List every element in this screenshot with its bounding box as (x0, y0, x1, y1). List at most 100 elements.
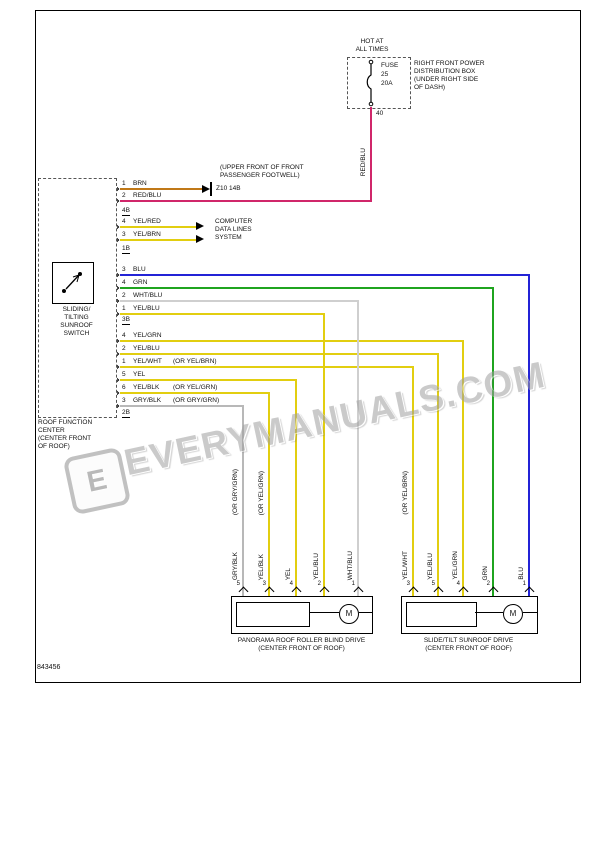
sunroof-drive-connector-rect (406, 602, 477, 627)
ground-triangle-icon (202, 185, 210, 193)
connector-label-2b: 2B (122, 409, 130, 419)
wire-color-label: YEL/RED (133, 218, 161, 225)
vertical-wire-label: YEL/BLK (258, 553, 265, 580)
drive-pin-number: 4 (456, 581, 460, 587)
wire-grn-horizontal (120, 287, 494, 289)
wire-alt-label: (OR GRY/GRN) (173, 397, 220, 404)
sunroof-drive-link-line (475, 612, 503, 613)
pin-number: 4 (122, 218, 126, 225)
wire-red-blu-horizontal (120, 200, 372, 202)
pin-number: 1 (122, 358, 126, 365)
wire-gry-blk-vertical (242, 405, 244, 596)
wire-red-blu-vertical (370, 107, 372, 202)
pin-number: 3 (122, 231, 126, 238)
switch-symbol-box (52, 262, 94, 304)
connector-label-3b: 3B (122, 316, 130, 326)
pin-row-brn: 1 BRN (122, 180, 173, 187)
pin-row-yel: 5 YEL (122, 371, 173, 378)
vertical-wire-label: BLU (518, 567, 525, 580)
pin-row-yel-blu-a: 1 YEL/BLU (122, 305, 173, 312)
wire-blu-horizontal (120, 274, 530, 276)
pin-number: 1 (122, 180, 126, 187)
vertical-wire-label: YEL/GRN (452, 551, 459, 580)
wire-yel-brn (120, 239, 196, 241)
blind-drive-link-line (309, 612, 339, 613)
vertical-wire-label: GRN (482, 565, 489, 580)
wire-yel-wht-horizontal (120, 366, 414, 368)
vertical-wire-alt-label: (OR YEL/GRN) (258, 470, 265, 515)
pin-number: 2 (122, 292, 126, 299)
sunroof-motor-icon: M (503, 604, 523, 624)
wire-wht-blu-vertical (357, 300, 359, 596)
wire-gry-blk-horizontal (120, 405, 244, 407)
wire-color-label: YEL/BRN (133, 231, 161, 238)
wire-color-label: YEL/BLK (133, 384, 160, 391)
wire-brn (120, 188, 202, 190)
drive-pin-number: 3 (406, 581, 410, 587)
rocker-switch-icon (62, 272, 82, 293)
pin-number: 4 (122, 332, 126, 339)
diagram-border (35, 10, 581, 683)
pin-row-yel-wht: 1 YEL/WHT (OR YEL/BRN) (122, 358, 217, 365)
blind-drive-link-line (359, 612, 372, 613)
wire-yel-red (120, 226, 196, 228)
fuse-text: FUSE 25 20A (381, 62, 398, 88)
ground-bar-icon (210, 182, 212, 196)
pin-number: 2 (122, 192, 126, 199)
wire-color-label: GRN (133, 279, 148, 286)
fuse-icon (366, 59, 374, 107)
wire-alt-label: (OR YEL/GRN) (173, 384, 218, 391)
vertical-wire-label: YEL/BLU (313, 553, 320, 580)
vertical-wire-label: YEL (285, 567, 292, 580)
wire-yel-grn-vertical (462, 340, 464, 596)
wire-alt-label: (OR YEL/BRN) (173, 358, 217, 365)
data-line-arrow-icon (196, 235, 204, 243)
wire-color-label: YEL/WHT (133, 358, 162, 365)
distribution-box-label: RIGHT FRONT POWER DISTRIBUTION BOX (UNDE… (414, 60, 485, 91)
fuse-rating: 20A (381, 79, 393, 87)
wire-yel-blu-a-horizontal (120, 313, 325, 315)
pin-number: 1 (122, 305, 126, 312)
pin-row-gry-blk: 3 GRY/BLK (OR GRY/GRN) (122, 397, 219, 404)
vertical-wire-label: YEL/WHT (402, 551, 409, 580)
drive-pin-number: 5 (236, 581, 240, 587)
pin-number: 5 (122, 371, 126, 378)
wire-yel-horizontal (120, 379, 297, 381)
pin-number: 3 (122, 266, 126, 273)
wire-color-label: YEL/GRN (133, 332, 162, 339)
wire-color-label: BRN (133, 180, 147, 187)
feed-pin-number: 40 (376, 110, 384, 117)
vertical-wire-label: YEL/BLU (427, 553, 434, 580)
pin-row-yel-brn: 3 YEL/BRN (122, 231, 173, 238)
computer-data-lines-label: COMPUTER DATA LINES SYSTEM (215, 218, 253, 241)
fuse-number: 25 (381, 70, 389, 78)
data-line-arrow-icon (196, 222, 204, 230)
wire-color-label: YEL (133, 371, 146, 378)
fuse-label: FUSE (381, 62, 399, 69)
wire-blu-vertical (528, 274, 530, 596)
wire-yel-blu-b-horizontal (120, 353, 439, 355)
drive-pin-number: 2 (317, 581, 321, 587)
connector-label-4b: 4B (122, 207, 130, 217)
roof-function-center-label: ROOF FUNCTION CENTER (CENTER FRONT OF RO… (38, 419, 93, 450)
wire-yel-blk-horizontal (120, 392, 270, 394)
drive-pin-number: 2 (486, 581, 490, 587)
wire-grn-vertical (492, 287, 494, 596)
pin-row-yel-red: 4 YEL/RED (122, 218, 173, 225)
drive-pin-number: 1 (351, 581, 355, 587)
blind-drive-label: PANORAMA ROOF ROLLER BLIND DRIVE (CENTER… (237, 637, 366, 652)
wire-yel-blu-b-vertical (437, 353, 439, 596)
wire-color-label: YEL/BLU (133, 345, 160, 352)
pin-row-red-blu: 2 RED/BLU (122, 192, 173, 199)
pin-number: 3 (122, 397, 126, 404)
wire-color-label: YEL/BLU (133, 305, 160, 312)
switch-name-label: SLIDING/ TILTING SUNROOF SWITCH (60, 306, 93, 337)
wire-color-label: WHT/BLU (133, 292, 163, 299)
hot-at-all-times-label: HOT AT ALL TIMES (355, 38, 389, 53)
wire-color-label: GRY/BLK (133, 397, 162, 404)
ground-code-label: Z10 14B (216, 185, 241, 192)
wire-color-label: RED/BLU (133, 192, 162, 199)
